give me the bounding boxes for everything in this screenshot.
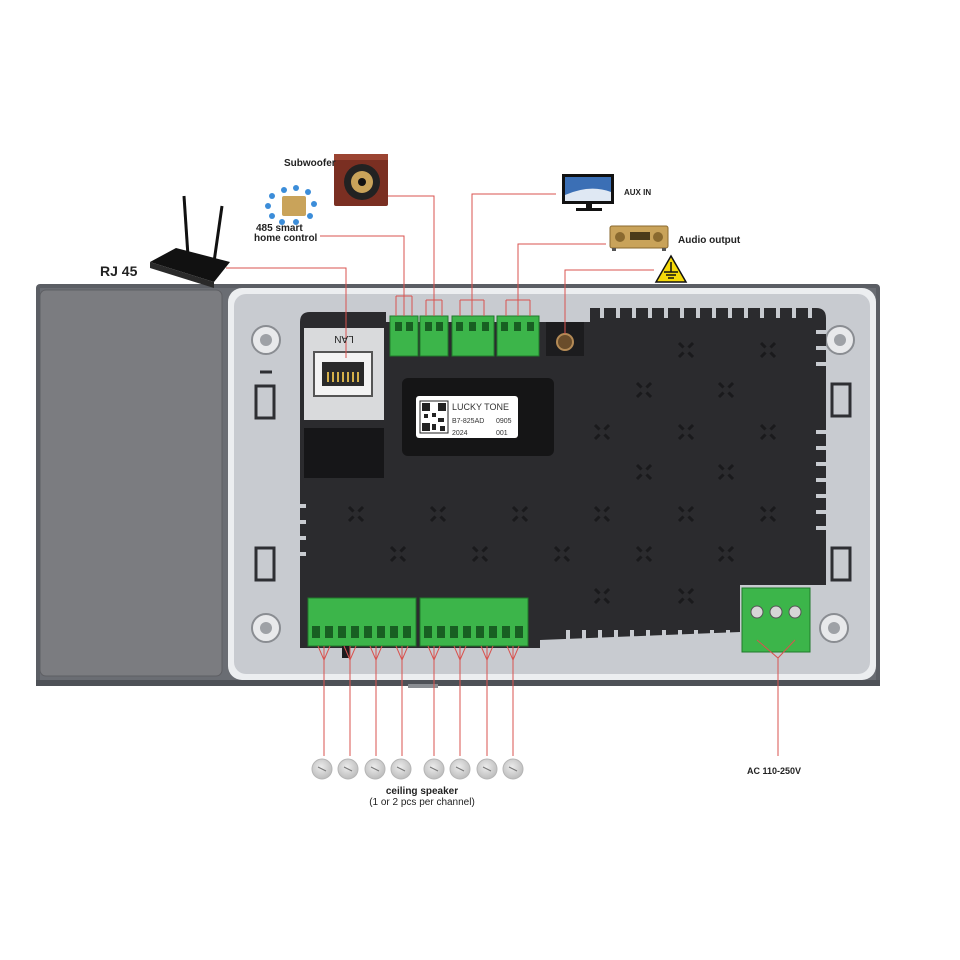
terminal-blocks-bottom	[307, 597, 529, 658]
rj45-label: RJ 45	[100, 263, 138, 279]
label-code: 0905	[496, 418, 512, 425]
ac-power-terminal	[741, 587, 811, 653]
wiring-lines	[226, 193, 796, 756]
subwoofer-label: Subwoofer	[284, 158, 336, 169]
audio-output-label: Audio output	[678, 235, 741, 246]
mount-screw	[251, 613, 281, 643]
mount-screw	[251, 325, 281, 355]
ground-warning-icon	[654, 254, 688, 283]
smart-home-label-line1: 485 smart	[256, 223, 303, 234]
ceiling-speakers	[311, 758, 524, 780]
terminal-blocks-top	[389, 315, 584, 357]
device-label: LUCKY TONE B7-825AD 0905 2024 001	[402, 378, 554, 456]
mount-screw	[819, 613, 849, 643]
smart-home-icon	[265, 185, 317, 225]
lan-label: LAN	[334, 333, 353, 344]
router-icon	[150, 195, 230, 288]
mount-screw	[825, 325, 855, 355]
tv-icon	[562, 174, 614, 211]
ceiling-speaker-icon	[502, 758, 524, 780]
label-brand: LUCKY TONE	[452, 402, 509, 412]
ceiling-speaker-icon	[311, 758, 333, 780]
ceiling-speaker-icon	[449, 758, 471, 780]
ceiling-speaker-label-line1: ceiling speaker	[385, 786, 459, 797]
ceiling-speaker-icon	[364, 758, 386, 780]
ceiling-speaker-icon	[476, 758, 498, 780]
aux-in-label: AUX IN	[624, 188, 652, 197]
lan-port	[304, 328, 384, 478]
ceiling-speaker-icon	[337, 758, 359, 780]
ceiling-speaker-label-line2: (1 or 2 pcs per channel)	[369, 797, 475, 808]
label-year: 2024	[452, 430, 468, 437]
label-serial: 001	[496, 430, 508, 437]
ceiling-speaker-icon	[423, 758, 445, 780]
ceiling-speaker-icon	[390, 758, 412, 780]
amplifier-icon	[609, 225, 669, 251]
qr-code-icon	[419, 400, 449, 434]
ac-power-label: AC 110-250V	[747, 766, 802, 776]
label-model: B7-825AD	[452, 418, 484, 425]
speaker-grille	[39, 289, 223, 677]
smart-home-label-line2: home control	[254, 233, 318, 244]
subwoofer-icon	[334, 154, 388, 206]
